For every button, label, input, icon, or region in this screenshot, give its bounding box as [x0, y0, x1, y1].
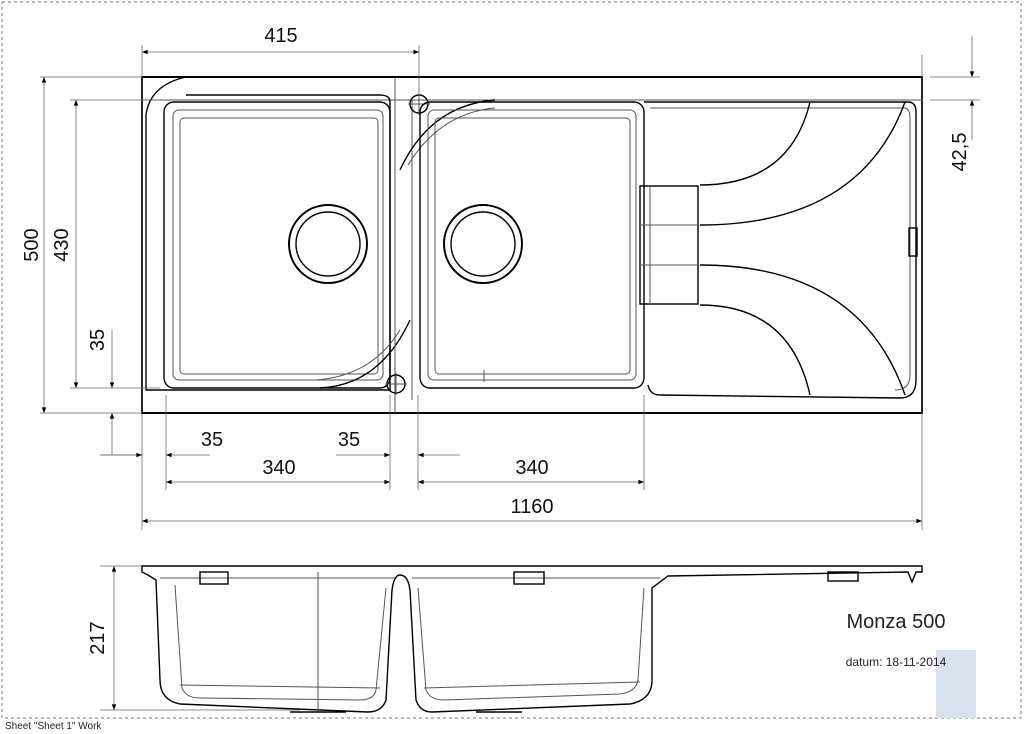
dimension-lines — [40, 36, 980, 711]
dim-35-middle: 35 — [338, 429, 360, 451]
right-drain — [443, 204, 523, 284]
manufacturer-logo — [936, 650, 976, 718]
clip-2 — [513, 571, 545, 585]
dim-42-5: 42,5 — [949, 133, 971, 172]
right-bowl — [399, 99, 645, 389]
dim-340-right: 340 — [515, 457, 548, 479]
clip-1 — [199, 571, 229, 585]
dim-217: 217 — [87, 621, 109, 654]
sheet-label: Sheet "Sheet 1" Work — [5, 721, 102, 732]
dim-35-left: 35 — [201, 429, 223, 451]
dim-500: 500 — [21, 228, 43, 261]
dim-1160: 1160 — [510, 496, 553, 518]
dim-415: 415 — [264, 25, 297, 47]
dim-35-vertical: 35 — [87, 329, 109, 351]
top-view — [141, 76, 923, 414]
product-title: Monza 500 — [847, 611, 946, 633]
overflow-slot — [908, 227, 918, 257]
dim-340-left: 340 — [262, 457, 295, 479]
drainboard — [639, 101, 918, 399]
drawing-date: datum: 18-11-2014 — [846, 655, 947, 669]
side-view — [141, 565, 923, 713]
left-drain — [288, 204, 368, 284]
left-bowl — [145, 76, 411, 391]
sink-outline — [141, 76, 923, 414]
clip-3 — [827, 571, 859, 582]
dim-430: 430 — [51, 228, 73, 261]
sheet-frame — [1, 1, 1022, 719]
